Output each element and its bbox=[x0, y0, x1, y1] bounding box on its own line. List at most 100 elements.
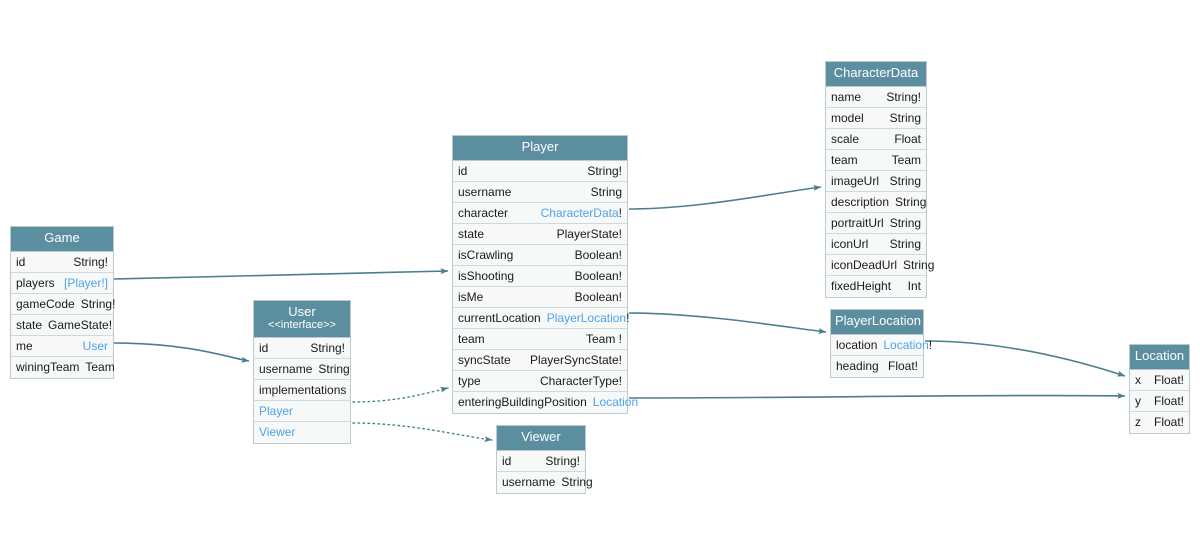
field-name: username bbox=[259, 361, 313, 376]
field-name: gameCode bbox=[16, 296, 75, 311]
field-type: String bbox=[903, 257, 935, 272]
field-row: gameCode String! bbox=[11, 293, 116, 315]
field-type: Float! bbox=[1153, 415, 1184, 430]
entity-header-user: User<<interface>> bbox=[254, 301, 350, 338]
field-row: players [Player!] bbox=[11, 272, 113, 294]
edge-user-viewer-implementation bbox=[352, 422, 493, 443]
field-type: Boolean! bbox=[574, 247, 622, 262]
edge-user-player-implementation bbox=[352, 386, 449, 403]
non-null-marker: ! bbox=[626, 310, 630, 325]
entity-title: User bbox=[288, 304, 316, 319]
field-name: syncState bbox=[458, 352, 511, 367]
field-name: character bbox=[458, 205, 509, 220]
field-type: Team bbox=[85, 360, 115, 375]
field-type: CharacterType! bbox=[539, 373, 622, 388]
field-row: fixedHeight Int bbox=[826, 275, 926, 297]
field-type[interactable]: CharacterData! bbox=[540, 205, 622, 220]
field-row: x Float! bbox=[1130, 369, 1189, 391]
field-type: PlayerState! bbox=[556, 226, 622, 241]
field-type: String! bbox=[886, 89, 921, 104]
field-name: isMe bbox=[458, 289, 484, 304]
field-row: location Location! bbox=[831, 334, 932, 356]
edge-game-me-to-user bbox=[113, 342, 250, 363]
field-name: implementations bbox=[259, 382, 347, 397]
field-name: id bbox=[16, 254, 26, 269]
field-name: team bbox=[458, 331, 485, 346]
field-row[interactable]: Viewer bbox=[254, 421, 350, 443]
field-name: imageUrl bbox=[831, 173, 880, 188]
field-row: scale Float bbox=[826, 128, 926, 150]
field-type[interactable]: Location! bbox=[883, 337, 933, 352]
field-row: winingTeam Team bbox=[11, 356, 115, 378]
entity-title: Location bbox=[1134, 348, 1185, 363]
field-type: Float! bbox=[1153, 393, 1184, 408]
edge-playerlocation-location-to-location bbox=[924, 340, 1126, 377]
field-type: String bbox=[318, 361, 350, 376]
field-name: x bbox=[1135, 372, 1141, 387]
field-name: y bbox=[1135, 393, 1141, 408]
field-row: isCrawling Boolean! bbox=[453, 244, 627, 266]
field-type[interactable]: User bbox=[82, 338, 108, 353]
field-row: username String bbox=[254, 358, 350, 380]
field-type: String bbox=[590, 184, 622, 199]
field-name: location bbox=[836, 337, 878, 352]
edge-game-players-to-player bbox=[113, 268, 449, 280]
field-name: fixedHeight bbox=[831, 279, 892, 294]
field-type[interactable]: [Player!] bbox=[63, 275, 108, 290]
field-type: String! bbox=[73, 254, 108, 269]
field-type: Float bbox=[894, 131, 921, 146]
field-row[interactable]: Player bbox=[254, 400, 350, 422]
field-type[interactable]: PlayerLocation! bbox=[546, 310, 630, 325]
field-type: String! bbox=[587, 163, 622, 178]
field-type[interactable]: Location bbox=[592, 395, 639, 410]
field-name: username bbox=[458, 184, 512, 199]
field-type: Int bbox=[907, 279, 921, 294]
entity-title: CharacterData bbox=[833, 65, 919, 80]
field-type: Boolean! bbox=[574, 268, 622, 283]
non-null-marker: ! bbox=[618, 205, 622, 220]
field-row: syncState PlayerSyncState! bbox=[453, 349, 627, 371]
field-name: heading bbox=[836, 359, 879, 374]
entity-title: Viewer bbox=[521, 429, 561, 444]
field-type: String! bbox=[545, 453, 580, 468]
entity-title: Player bbox=[521, 139, 559, 154]
field-name: name bbox=[831, 89, 862, 104]
field-name: id bbox=[502, 453, 512, 468]
field-name: players bbox=[16, 275, 55, 290]
entity-header-playerlocation: PlayerLocation bbox=[831, 310, 923, 335]
field-type: Float! bbox=[1153, 372, 1184, 387]
entity-header-player: Player bbox=[453, 136, 627, 161]
edge-player-currentlocation-to-playerlocation bbox=[628, 312, 827, 335]
field-type: PlayerSyncState! bbox=[529, 352, 622, 367]
field-name: portraitUrl bbox=[831, 215, 884, 230]
non-null-marker: ! bbox=[928, 337, 933, 352]
field-name: isCrawling bbox=[458, 247, 514, 262]
field-type: String bbox=[889, 110, 921, 125]
field-name: scale bbox=[831, 131, 860, 146]
field-type: String! bbox=[80, 296, 116, 311]
field-type: String bbox=[895, 194, 927, 209]
field-row: name String! bbox=[826, 86, 926, 108]
field-row: character CharacterData! bbox=[453, 202, 627, 224]
field-name: winingTeam bbox=[16, 360, 80, 375]
